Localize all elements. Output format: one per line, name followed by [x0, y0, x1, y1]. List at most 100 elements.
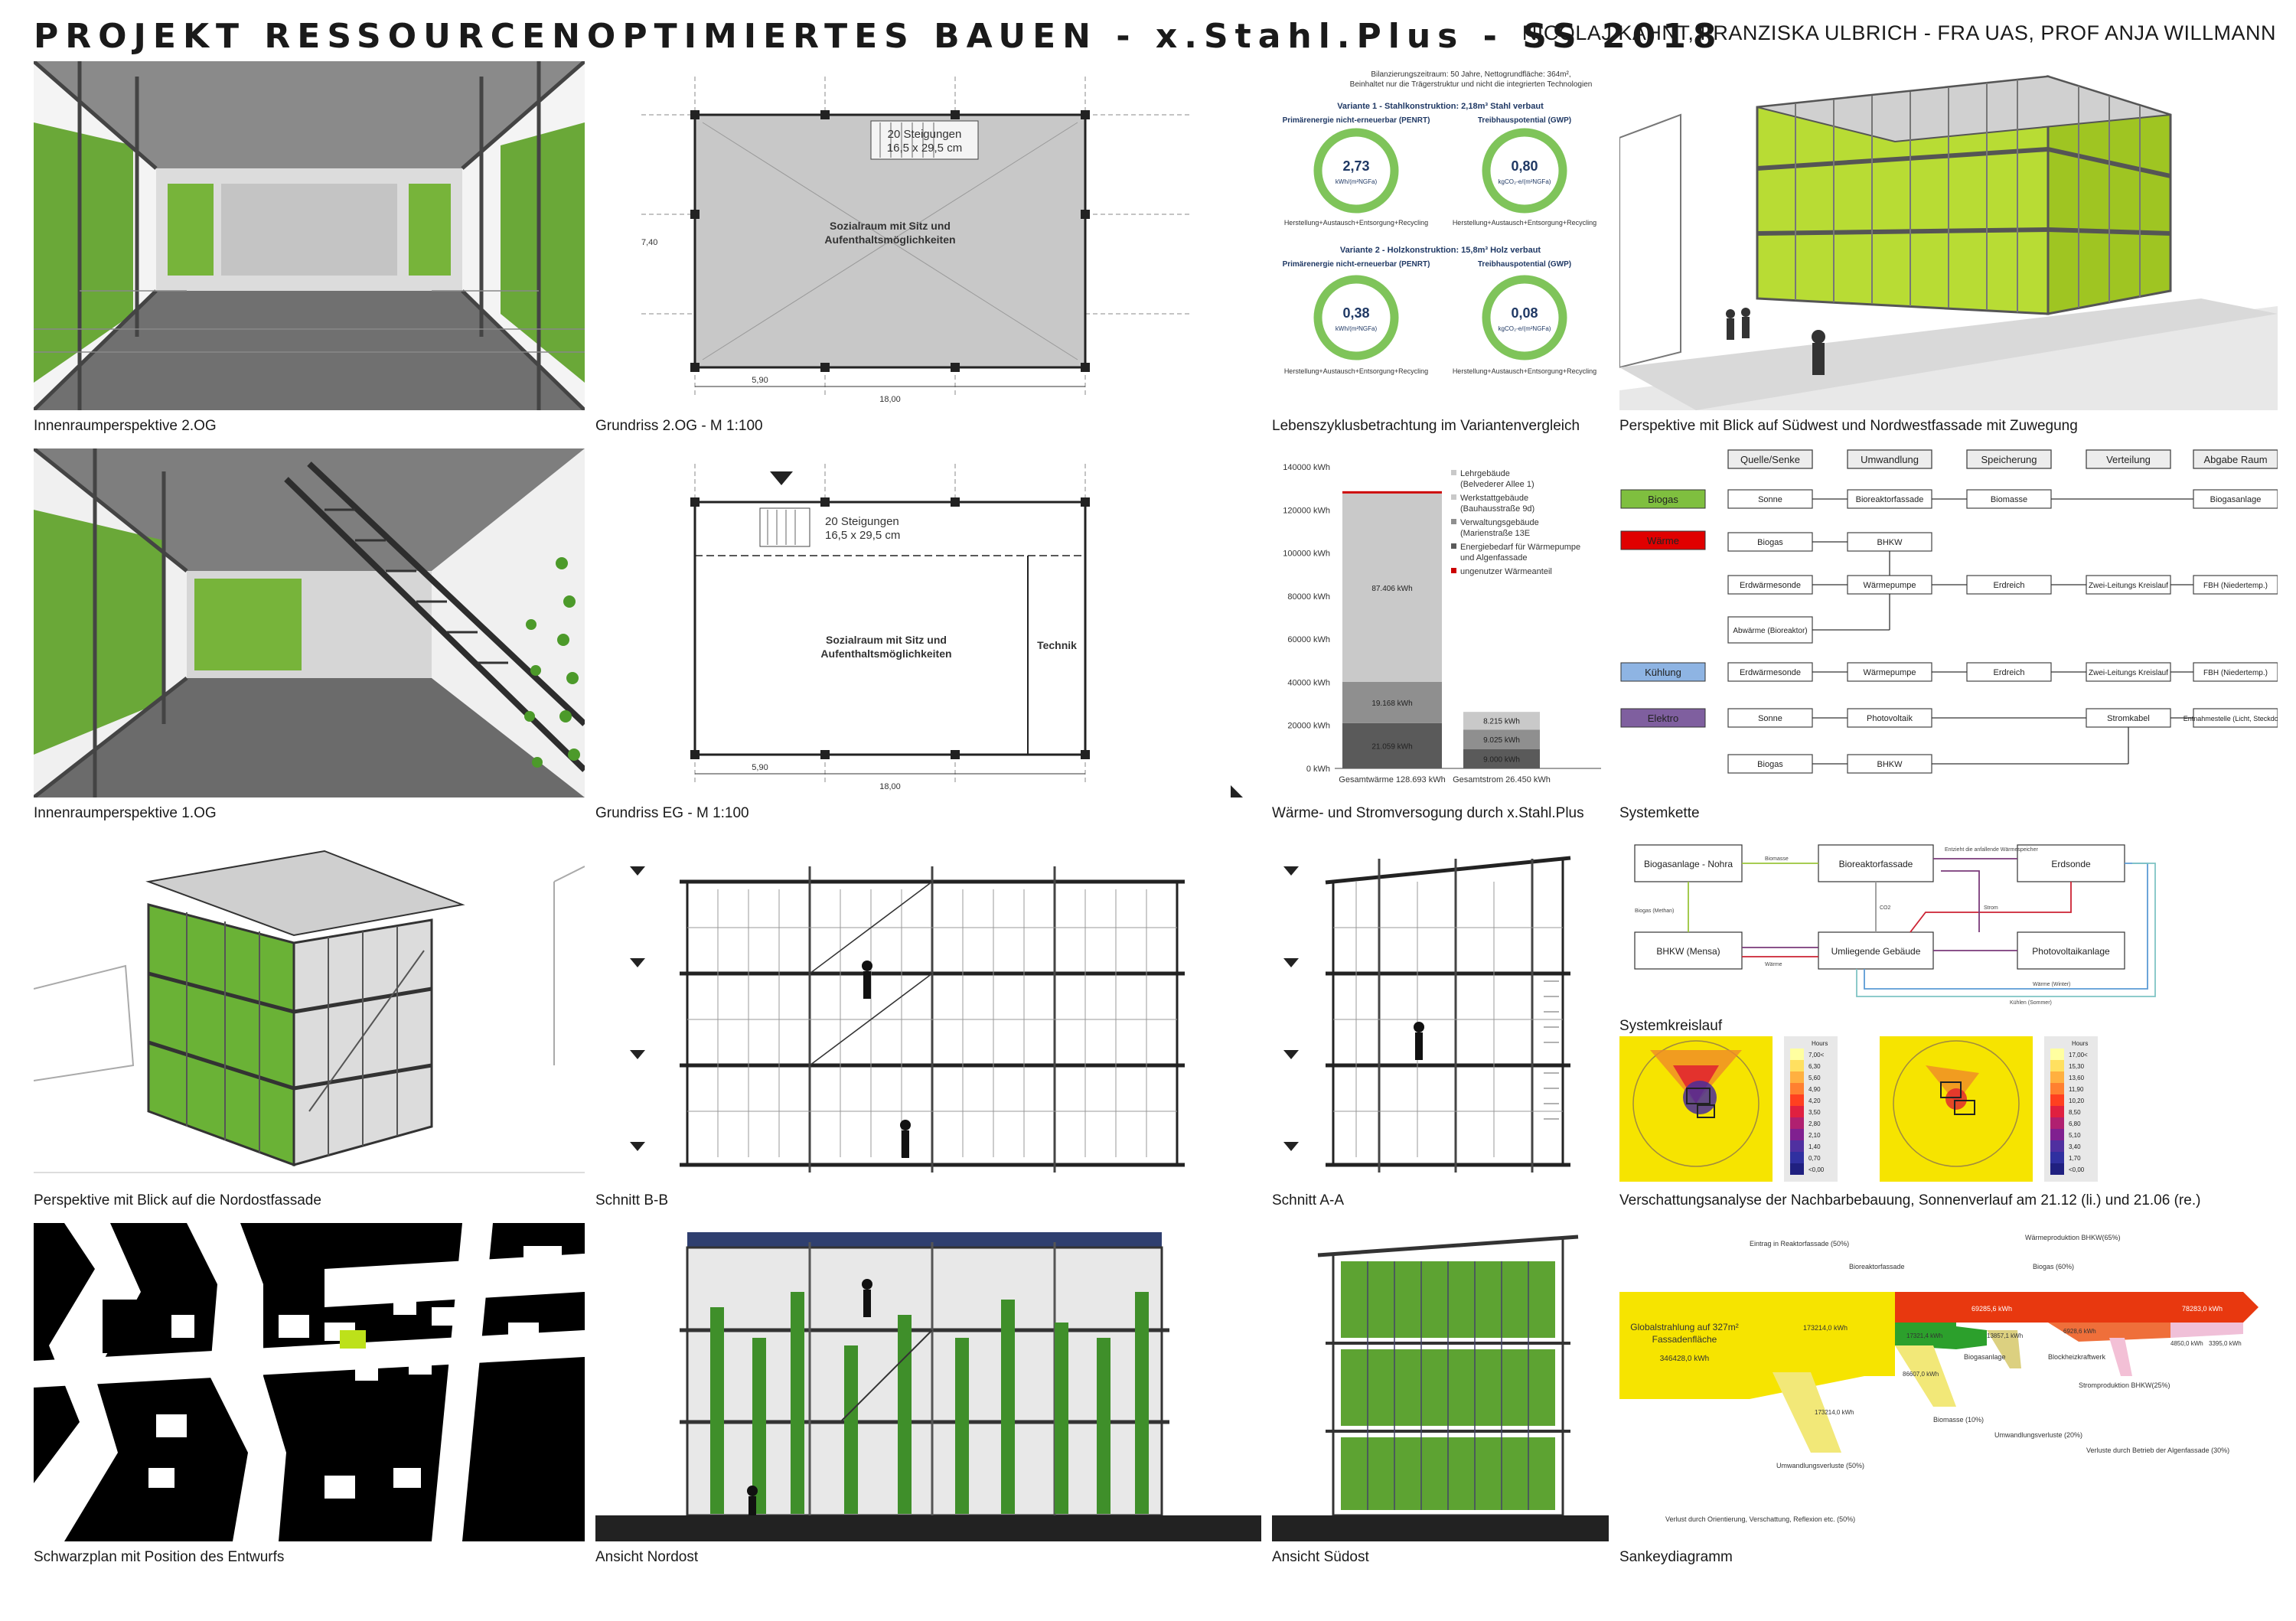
legend-label-3-b: und Algenfassade	[1460, 553, 1527, 563]
y-tick-3: 60000 kWh	[1287, 635, 1330, 644]
panel-ansicht-nordost: Ansicht Nordost	[595, 1223, 1261, 1566]
floorplan-eg: 20 Steigungen 16,5 x 29,5 cm Sozialraum …	[595, 448, 1261, 797]
sk-r2-4: FBH (Niedertemp.)	[2203, 582, 2268, 590]
y-tick-2: 40000 kWh	[1287, 678, 1330, 687]
kl-node-4: Umliegende Gebäude	[1831, 946, 1921, 957]
project-site-marker	[340, 1330, 366, 1349]
panel-perspektive-no: Perspektive mit Blick auf die Nordostfas…	[34, 836, 585, 1209]
v1-penrt-label: Primärenergie nicht-erneuerbar (PENRT)	[1283, 116, 1430, 125]
shade-right-legend-swatch-6	[2050, 1117, 2064, 1129]
legend-swatch-1	[1451, 494, 1456, 500]
sk-r0-3: Biogasanlage	[2210, 495, 2262, 504]
stair-dims-eg: 16,5 x 29,5 cm	[825, 529, 900, 542]
kl-node-0: Biogasanlage - Nohra	[1644, 859, 1733, 869]
bar-1-2	[1463, 712, 1540, 730]
sankey-label-20: 4850,0 kWh	[2170, 1340, 2203, 1347]
shade-right-legend-tick-5: 8,50	[2069, 1109, 2081, 1116]
legend-label-0: Lehrgebäude	[1460, 469, 1510, 478]
stair-label-eg: 20 Steigungen	[825, 515, 899, 528]
sk-r5-1: Photovoltaik	[1867, 714, 1913, 723]
sankey-label-5: 69285,6 kWh	[1971, 1305, 2012, 1313]
sankey-global-2: Fassadenfläche	[1652, 1334, 1717, 1345]
sankey-global-value: 346428,0 kWh	[1660, 1355, 1710, 1363]
y-tick-5: 100000 kWh	[1283, 550, 1330, 559]
y-tick-7: 140000 kWh	[1283, 463, 1330, 472]
shade-right-legend-swatch-2	[2050, 1071, 2064, 1083]
sankey-label-16: 86607,0 kWh	[1903, 1371, 1939, 1378]
render-interior-1og	[34, 448, 585, 797]
legend-swatch-3	[1451, 543, 1456, 549]
panel-grundriss-eg: 20 Steigungen 16,5 x 29,5 cm Sozialraum …	[595, 448, 1261, 822]
shade-right-legend-tick-9: 1,70	[2069, 1155, 2081, 1162]
kl-edge-1: Biogas (Methan)	[1635, 908, 1674, 914]
y-tick-6: 120000 kWh	[1283, 506, 1330, 515]
sk-r6-1: BHKW	[1877, 760, 1903, 769]
shade-left-legend-tick-5: 3,50	[1808, 1109, 1821, 1116]
elevation-suedost	[1272, 1223, 1609, 1541]
v1-penrt-footer: Herstellung+Austausch+Entsorgung+Recycli…	[1284, 219, 1428, 227]
caption-lebenszyklus: Lebenszyklusbetrachtung im Variantenverg…	[1272, 418, 1580, 434]
bar-1-1	[1463, 729, 1540, 749]
sankey-label-9: Biomasse (10%)	[1933, 1416, 1984, 1424]
poster-header: PROJEKT RESSOURCENOPTIMIERTES BAUEN - x.…	[34, 17, 2276, 63]
poster-title: PROJEKT RESSOURCENOPTIMIERTES BAUEN - x.…	[34, 17, 1724, 56]
panel-systemkreislauf: Biogasanlage - Nohra Bioreaktorfassade E…	[1619, 836, 2278, 1035]
shade-left-legend-title: Hours	[1812, 1040, 1828, 1047]
panel-systemkette: Quelle/Senke Umwandlung Speicherung Vert…	[1619, 448, 2278, 822]
sk-header-1: Umwandlung	[1861, 454, 1919, 465]
shade-right-legend-tick-8: 3,40	[2069, 1143, 2081, 1150]
v1-gwp-footer: Herstellung+Austausch+Entsorgung+Recycli…	[1453, 219, 1596, 227]
variant-1-title: Variante 1 - Stahlkonstruktion: 2,18m³ S…	[1337, 102, 1544, 111]
sankey-label-4: Biogas (60%)	[2033, 1263, 2074, 1270]
panel-innenraum-1og: Innenraumperspektive 1.OG	[34, 448, 585, 822]
room-label-og-1: Sozialraum mit Sitz und	[830, 220, 951, 232]
v1-gwp-unit: kgCO₂-e/(m²NGFa)	[1499, 178, 1551, 185]
sankey-label-2: 173214,0 kWh	[1803, 1324, 1848, 1332]
shade-left-legend-swatch-0	[1790, 1049, 1804, 1060]
shade-right-legend-tick-7: 5,10	[2069, 1132, 2081, 1139]
sk-r2-0: Erdwärmesonde	[1740, 581, 1801, 590]
sk-cat-elektro: Elektro	[1648, 713, 1678, 724]
y-tick-4: 80000 kWh	[1287, 592, 1330, 602]
shade-right-legend-tick-0: 17,00<	[2069, 1052, 2088, 1058]
panel-innenraum-2og: Innenraumperspektive 2.OG	[34, 61, 585, 435]
tech-room-label: Technik	[1037, 639, 1077, 651]
dim-total-og: 18,00	[879, 395, 901, 404]
systemkette-diagram: Quelle/Senke Umwandlung Speicherung Vert…	[1619, 448, 2278, 797]
kl-node-1: Bioreaktorfassade	[1839, 859, 1913, 869]
shade-right-legend-swatch-7	[2050, 1129, 2064, 1140]
sankey-global-1: Globalstrahlung auf 327m²	[1630, 1322, 1738, 1332]
dim-bay-og: 5,90	[752, 376, 768, 385]
shade-left-legend-swatch-10	[1790, 1163, 1804, 1175]
panel-schwarzplan: Schwarzplan mit Position des Entwurfs	[34, 1223, 585, 1566]
caption-schwarzplan: Schwarzplan mit Position des Entwurfs	[34, 1549, 285, 1565]
shade-left-legend-tick-7: 2,10	[1808, 1132, 1821, 1139]
sankey-label-10: Umwandlungsverluste (20%)	[1994, 1431, 2082, 1439]
shade-left-legend-tick-2: 5,60	[1808, 1075, 1821, 1081]
bar-0-3	[1342, 491, 1442, 494]
sk-r3-0: Abwärme (Bioreaktor)	[1733, 627, 1807, 635]
data-label-5: 9.000 kWh	[1483, 755, 1520, 764]
v2-gwp-label: Treibhauspotential (GWP)	[1478, 260, 1571, 269]
sankey-label-13: Verluste durch Betrieb der Algenfassade …	[2086, 1447, 2229, 1454]
shade-right-legend-title: Hours	[2072, 1040, 2088, 1047]
shade-right-legend-swatch-8	[2050, 1140, 2064, 1152]
sk-r0-1: Bioreaktorfassade	[1856, 495, 1924, 504]
shade-left-legend-swatch-9	[1790, 1152, 1804, 1163]
caption-ansicht-suedost: Ansicht Südost	[1272, 1549, 1369, 1565]
shade-left-legend-swatch-7	[1790, 1129, 1804, 1140]
dim-side-og: 7,40	[641, 238, 657, 247]
v2-penrt-unit: kWh/(m²NGFa)	[1336, 325, 1378, 332]
shade-left-legend-tick-0: 7,00<	[1808, 1052, 1825, 1058]
legend-label-0-b: (Belvederer Allee 1)	[1460, 480, 1534, 489]
shade-left-legend-swatch-4	[1790, 1094, 1804, 1106]
kl-edge-0: Biomasse	[1765, 856, 1789, 862]
sankey-label-1: Bioreaktorfassade	[1849, 1263, 1905, 1270]
sankey-label-8: Blockheizkraftwerk	[2048, 1353, 2106, 1361]
sk-r5-3: Entnahmestelle (Licht, Steckdose)	[2183, 715, 2278, 722]
v2-gwp-footer: Herstellung+Austausch+Entsorgung+Recycli…	[1453, 367, 1596, 375]
sk-cat-biogas: Biogas	[1648, 494, 1678, 505]
